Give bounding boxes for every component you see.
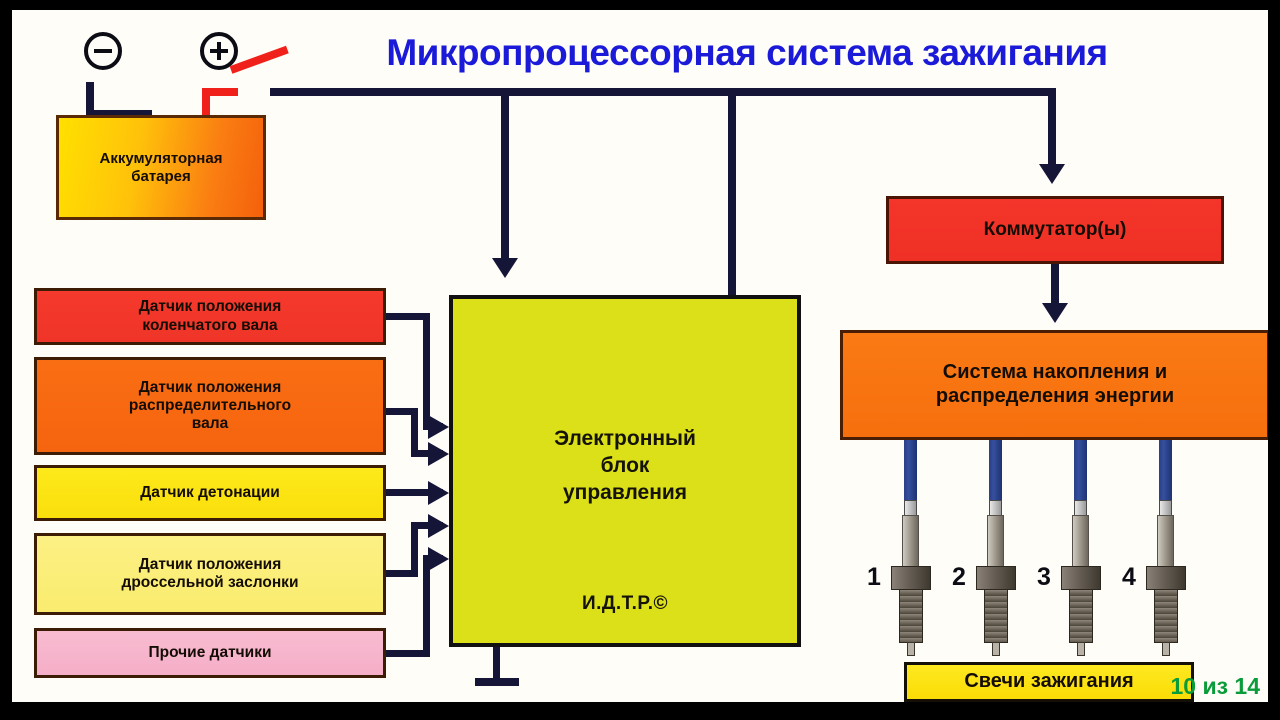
- spark-plug-number-2: 2: [952, 563, 966, 591]
- sensor-other-line1: Прочие датчики: [148, 643, 272, 661]
- signal-arrow-crankshaft-icon: [428, 415, 449, 439]
- electronic-control-unit-block: Электронный блок управления И.Д.Т.Р.©: [449, 295, 801, 647]
- hv-wire-4: [1159, 440, 1172, 502]
- energy-label-line1: Система накопления и: [942, 361, 1168, 384]
- battery-negative-lead: [86, 82, 94, 116]
- signal-arrow-camshaft-icon: [428, 442, 449, 466]
- signal-wire-throttle-v: [411, 522, 418, 577]
- sensor-throttle-line2: дроссельной заслонки: [121, 574, 299, 591]
- signal-wire-camshaft-h2: [411, 450, 443, 457]
- power-drop-to-commutator: [1048, 88, 1056, 166]
- battery-label-line2: батарея: [131, 167, 191, 185]
- sensor-camshaft-line2: распределительного: [128, 396, 292, 414]
- power-rail-to-commutator: [728, 88, 1056, 96]
- signal-wire-camshaft-v: [411, 408, 418, 456]
- hv-wire-3: [1074, 440, 1087, 502]
- sensor-camshaft-line1: Датчик положения: [138, 378, 282, 396]
- commutator-label: Коммутатор(ы): [983, 218, 1127, 240]
- energy-label-line2: распределения энергии: [935, 385, 1175, 407]
- battery-negative-terminal-icon: [84, 32, 122, 70]
- ecu-ground-stem: [493, 647, 500, 681]
- page-title: Микропроцессорная система зажигания: [386, 32, 1108, 73]
- ecu-label-line2: блок: [600, 453, 650, 477]
- sensor-box-crankshaft-position: Датчик положения коленчатого вала: [34, 288, 386, 345]
- sensor-crankshaft-line2: коленчатого вала: [142, 316, 278, 334]
- ignition-switch-lever: [229, 45, 289, 74]
- spark-plugs-caption-block: Свечи зажигания: [904, 662, 1194, 702]
- spark-plug-number-1: 1: [867, 563, 881, 591]
- signal-wire-crankshaft-v: [423, 313, 430, 430]
- sensor-box-knock: Датчик детонации: [34, 465, 386, 521]
- sensor-crankshaft-line1: Датчик положения: [138, 298, 282, 316]
- signal-wire-other-h1: [386, 650, 430, 657]
- commutator-to-energy-wire: [1051, 264, 1059, 306]
- ecu-watermark: И.Д.Т.Р.©: [581, 592, 669, 614]
- ecu-label-line1: Электронный: [554, 427, 696, 450]
- power-arrow-to-ecu-icon: [492, 258, 518, 278]
- signal-wire-camshaft-h1: [386, 408, 418, 415]
- battery-negative-crossbar: [86, 110, 152, 118]
- signal-wire-throttle-h2: [411, 522, 443, 529]
- slide-canvas: Микропроцессорная система зажигания Акку…: [12, 10, 1268, 702]
- battery-block: Аккумуляторная батарея: [56, 115, 266, 220]
- power-branch-to-ecu: [501, 88, 509, 260]
- spark-plugs-caption: Свечи зажигания: [964, 670, 1134, 693]
- ecu-label-line3: управления: [562, 480, 688, 504]
- ecu-label: Электронный блок управления: [453, 426, 797, 507]
- spark-plug-number-3: 3: [1037, 563, 1051, 591]
- signal-arrow-knock-icon: [428, 481, 449, 505]
- battery-positive-terminal-icon: [200, 32, 238, 70]
- sensor-box-other-sensors: Прочие датчики: [34, 628, 386, 678]
- signal-wire-other-v: [423, 555, 430, 657]
- battery-label-line1: Аккумуляторная: [99, 149, 223, 167]
- signal-wire-crankshaft-h1: [386, 313, 430, 320]
- sensor-box-throttle-position: Датчик положения дроссельной заслонки: [34, 533, 386, 615]
- sensor-box-camshaft-position: Датчик положения распределительного вала: [34, 357, 386, 455]
- sensor-camshaft-line3: вала: [191, 415, 229, 433]
- ignition-switch-post: [202, 88, 210, 120]
- page-counter: 10 из 14: [1170, 673, 1260, 699]
- signal-wire-knock-h: [386, 489, 443, 496]
- energy-storage-distribution-block: Система накопления и распределения энерг…: [840, 330, 1268, 440]
- hv-wire-2: [989, 440, 1002, 502]
- power-arrow-to-commutator-icon: [1039, 164, 1065, 184]
- spark-plug-number-4: 4: [1122, 563, 1136, 591]
- commutator-block: Коммутатор(ы): [886, 196, 1224, 264]
- commutator-to-energy-arrow-icon: [1042, 303, 1068, 323]
- signal-arrow-throttle-icon: [428, 514, 449, 538]
- signal-wire-throttle-h1: [386, 570, 418, 577]
- ecu-ground-bar-icon: [475, 678, 519, 686]
- sensor-knock-line1: Датчик детонации: [140, 483, 280, 501]
- sensor-throttle-line1: Датчик положения: [138, 555, 282, 573]
- signal-arrow-other-icon: [428, 547, 449, 571]
- hv-wire-1: [904, 440, 917, 502]
- ignition-switch-base: [202, 88, 238, 96]
